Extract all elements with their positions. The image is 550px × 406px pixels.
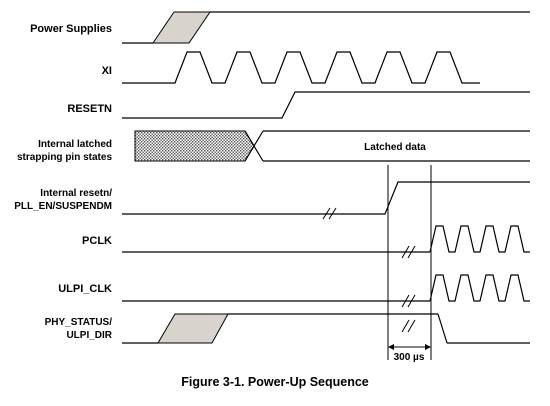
- label-pclk: PCLK: [82, 235, 112, 247]
- label-latched-line2: strapping pin states: [17, 152, 112, 163]
- label-resetn: RESETN: [67, 103, 112, 115]
- label-xi: XI: [102, 65, 112, 77]
- label-latched-line1: Internal latched: [38, 139, 112, 150]
- delay-label: 300 µs: [394, 352, 425, 363]
- latched-data-label: Latched data: [364, 142, 426, 153]
- wave-internal-resetn: [122, 181, 530, 220]
- figure-caption: Figure 3-1. Power-Up Sequence: [181, 375, 369, 389]
- label-internal-resetn-line1: Internal resetn/: [40, 188, 112, 199]
- label-ulpi-clk: ULPI_CLK: [58, 283, 112, 295]
- wave-power-supplies: [122, 11, 530, 44]
- label-power-supplies: Power Supplies: [30, 23, 112, 35]
- wave-ulpi-clk: [122, 274, 530, 308]
- wave-pclk: [122, 225, 530, 259]
- wave-latched-strapping: [134, 130, 530, 162]
- label-phy-status-line1: PHY_STATUS/: [45, 317, 113, 328]
- label-phy-status-line2: ULPI_DIR: [66, 330, 112, 341]
- wave-resetn: [122, 91, 530, 119]
- delay-dimension-arrow: [388, 344, 431, 350]
- wave-xi: [122, 51, 480, 84]
- label-internal-resetn-line2: PLL_EN/SUSPENDM: [14, 201, 112, 212]
- wave-phy-status: [122, 313, 530, 344]
